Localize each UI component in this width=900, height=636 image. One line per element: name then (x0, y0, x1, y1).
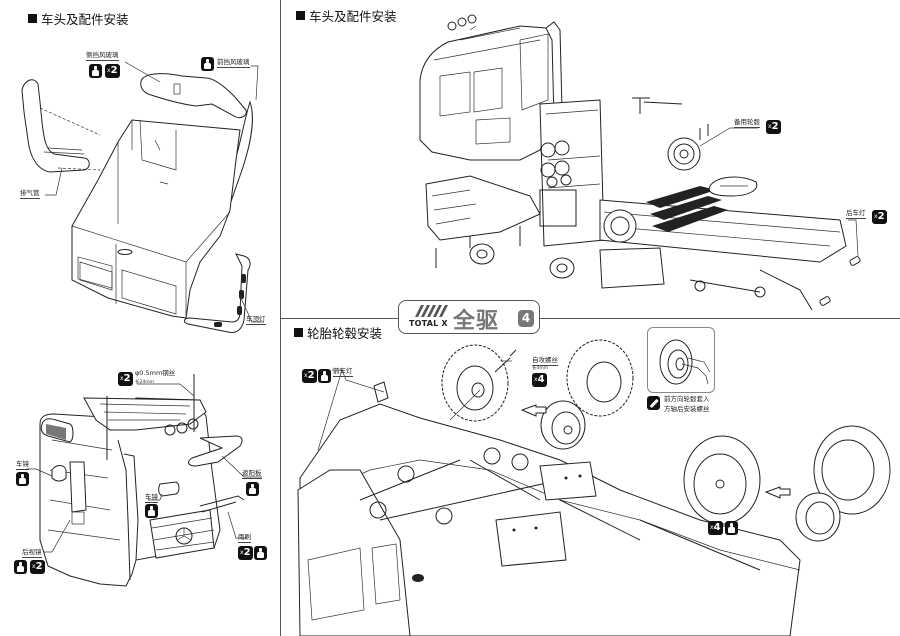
callout-spare-wheel: 备用轮毂 (734, 118, 760, 128)
glue-icon (201, 57, 214, 71)
side-windshield-part (140, 73, 247, 119)
glue-icon (318, 369, 331, 383)
glue-icon (246, 482, 259, 496)
section-title-cab-accessories-left: 车头及配件安装 (28, 9, 129, 28)
quantity-badge: x2 (872, 210, 887, 224)
callout-side-windshield: 侧挡风玻璃 (86, 51, 119, 61)
cab-exterior-drawing (26, 374, 262, 587)
inset-detail-box (647, 327, 715, 393)
chassis-cab-drawing (419, 14, 861, 311)
glue-icon (145, 504, 158, 518)
total-x-logo: TOTAL X 全驱 4 (398, 300, 540, 334)
bullet-square-icon (296, 11, 305, 20)
quantity-badge: x2 (766, 120, 781, 134)
roof-light-bar-part (183, 253, 251, 333)
callout-roof-light: 车顶灯 (246, 315, 266, 325)
glue-icon (16, 472, 29, 486)
quantity-badge: x4 (532, 373, 547, 387)
row-divider (281, 318, 900, 319)
inset-note-line-2: 方轴后安装螺丝 (664, 405, 710, 413)
inset-wheel-drawing (659, 339, 711, 385)
section-title-cab-accessories-right: 车头及配件安装 (296, 6, 397, 25)
callout-self-tapping-screw: 自攻螺丝 (532, 356, 558, 366)
quantity-badge: x2 (302, 369, 317, 383)
cab-interior-drawing (21, 61, 264, 333)
tire-assembly-drawing (297, 339, 891, 636)
callout-mirror-center: 车镜 (145, 493, 158, 503)
logo-stripes-icon (415, 305, 448, 317)
callout-front-windshield: 前挡风玻璃 (217, 58, 250, 68)
callout-tail-light: 后车灯 (846, 209, 866, 219)
screw-size-note: 长4mm (532, 366, 549, 371)
quantity-badge: x2 (118, 372, 133, 386)
exhaust-pipe-part (21, 79, 90, 173)
callout-mirror-left: 车镜 (16, 460, 29, 470)
rear-mirror-part (69, 461, 87, 513)
glue-icon (725, 521, 738, 535)
callout-exhaust-pipe: 排气管 (20, 189, 40, 199)
inset-note-line-1: 前方向轮毂套入 (664, 395, 710, 403)
section-title-text: 车头及配件安装 (41, 12, 129, 27)
bullet-square-icon (294, 328, 303, 337)
quantity-badge: x2 (30, 560, 45, 574)
glue-icon (254, 546, 267, 560)
callout-wiper: 雨刷 (238, 533, 251, 543)
wire-length-note: 长24mm (135, 380, 154, 385)
logo-name: 全驱 (453, 309, 500, 334)
callout-steel-wire: φ0.5mm钢丝 (135, 369, 176, 377)
section-title-tire-wheel: 轮胎轮毂安装 (294, 323, 382, 342)
logo-brand: TOTAL X (409, 319, 448, 328)
front-light-part (373, 381, 389, 403)
callout-front-light: 前车灯 (333, 367, 353, 377)
callout-rear-mirror: 后视镜 (22, 548, 42, 558)
column-divider (280, 0, 281, 636)
screwdriver-icon (647, 396, 660, 410)
section-title-text: 轮胎轮毂安装 (307, 326, 383, 341)
quantity-badge: x2 (238, 546, 253, 560)
glue-icon (14, 560, 27, 574)
glue-icon (89, 64, 102, 78)
spare-wheel-part (667, 137, 701, 171)
bullet-square-icon (28, 14, 37, 23)
section-title-text: 车头及配件安装 (309, 9, 397, 24)
mirror-center-part (158, 481, 180, 497)
mirror-left-part (51, 465, 67, 482)
quantity-badge: x2 (105, 64, 120, 78)
quantity-badge: x4 (708, 521, 723, 535)
cab-body-part (71, 119, 241, 319)
step-number-badge: 4 (518, 310, 534, 327)
callout-sun-visor: 遮阳板 (242, 469, 262, 479)
